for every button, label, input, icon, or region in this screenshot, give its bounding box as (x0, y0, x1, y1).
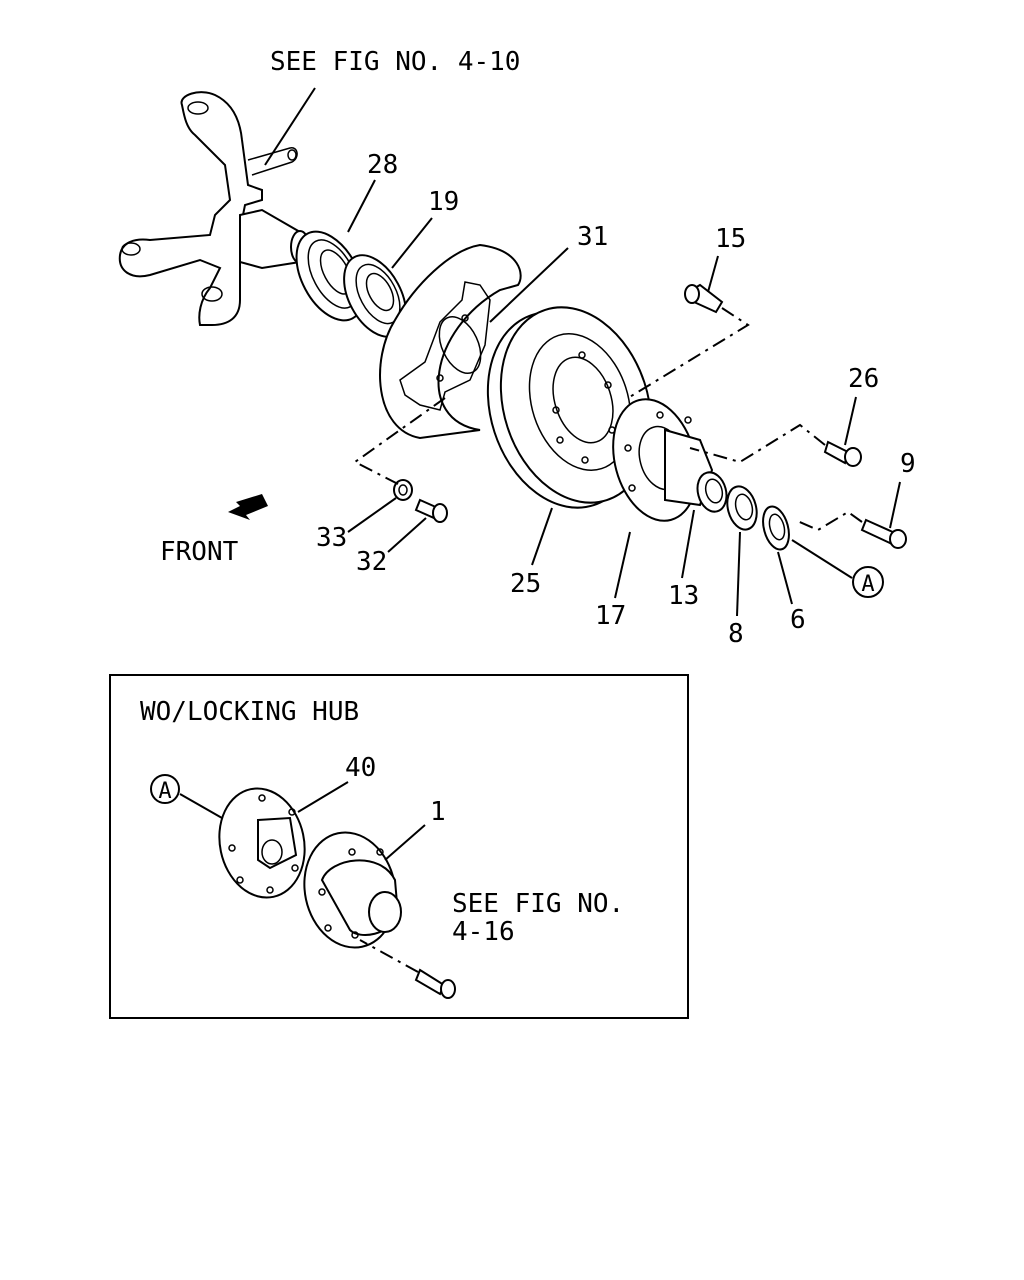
part-31-dust-shield (379, 243, 522, 440)
leader-6 (777, 551, 793, 605)
part-13-outer-bearing (696, 471, 728, 513)
inset-circle-ref-a (150, 774, 180, 804)
leader-inset-a (179, 793, 223, 819)
inset-circle-ref-a-text: A (158, 779, 171, 804)
callout-28: 28 (367, 150, 398, 180)
callout-13: 13 (668, 581, 699, 611)
part-33-washer (393, 479, 413, 501)
leader-40 (297, 781, 349, 813)
circle-ref-a (852, 566, 884, 598)
leader-circle-a (791, 539, 853, 579)
leader-19 (391, 217, 433, 269)
callout-6: 6 (790, 605, 806, 635)
callout-9: 9 (900, 449, 916, 479)
leader-25 (531, 507, 553, 566)
leader-13 (681, 509, 695, 579)
part-32-bolt (414, 498, 448, 523)
callout-40: 40 (345, 753, 376, 783)
leader-9 (889, 481, 901, 529)
callout-19: 19 (428, 187, 459, 217)
reference-see-fig-4-10: SEE FIG NO. 4-10 (270, 47, 520, 77)
part-6-lock-washer (762, 505, 790, 551)
leader-28 (347, 179, 376, 233)
part-9-bolt (860, 518, 907, 549)
leader-26 (844, 396, 857, 446)
callout-8: 8 (728, 619, 744, 649)
callout-17: 17 (595, 601, 626, 631)
callout-25: 25 (510, 569, 541, 599)
callout-31: 31 (577, 222, 608, 252)
steering-knuckle (118, 91, 310, 326)
part-26-bolt (823, 440, 862, 467)
part-25-brake-rotor (486, 306, 653, 509)
callout-26: 26 (848, 364, 879, 394)
leader-31 (489, 247, 569, 323)
dashline-hub-cap-bolt (359, 939, 419, 973)
callout-15: 15 (715, 224, 746, 254)
front-label: FRONT (160, 537, 239, 567)
callout-32: 32 (356, 547, 387, 577)
leader-33 (347, 497, 397, 533)
hub-cap-bolt (414, 968, 456, 999)
reference-see-fig-line2: 4-16 (452, 917, 515, 947)
leader-15 (707, 255, 719, 293)
leader-1 (384, 824, 426, 861)
part-8-lock-nut (726, 485, 758, 531)
inset-title: WO/LOCKING HUB (140, 697, 359, 727)
part-15-bolt (684, 283, 724, 314)
dashline-9 (794, 510, 863, 532)
part-1-hub-cap (303, 831, 402, 949)
reference-see-fig-line1: SEE FIG NO. (452, 889, 624, 919)
leader-8 (736, 531, 741, 617)
dashline-32 (353, 397, 446, 485)
callout-1: 1 (430, 797, 446, 827)
part-40-drive-flange (218, 787, 306, 899)
leader-17 (614, 531, 631, 599)
callout-33: 33 (316, 523, 347, 553)
circle-ref-a-text: A (861, 572, 874, 597)
inset-without-locking-hub: WO/LOCKING HUB A 40 1 (109, 674, 689, 1019)
front-arrow-icon (228, 494, 268, 520)
dashline-26 (689, 423, 826, 464)
dashline-15 (627, 307, 750, 399)
leader-32 (387, 517, 427, 553)
